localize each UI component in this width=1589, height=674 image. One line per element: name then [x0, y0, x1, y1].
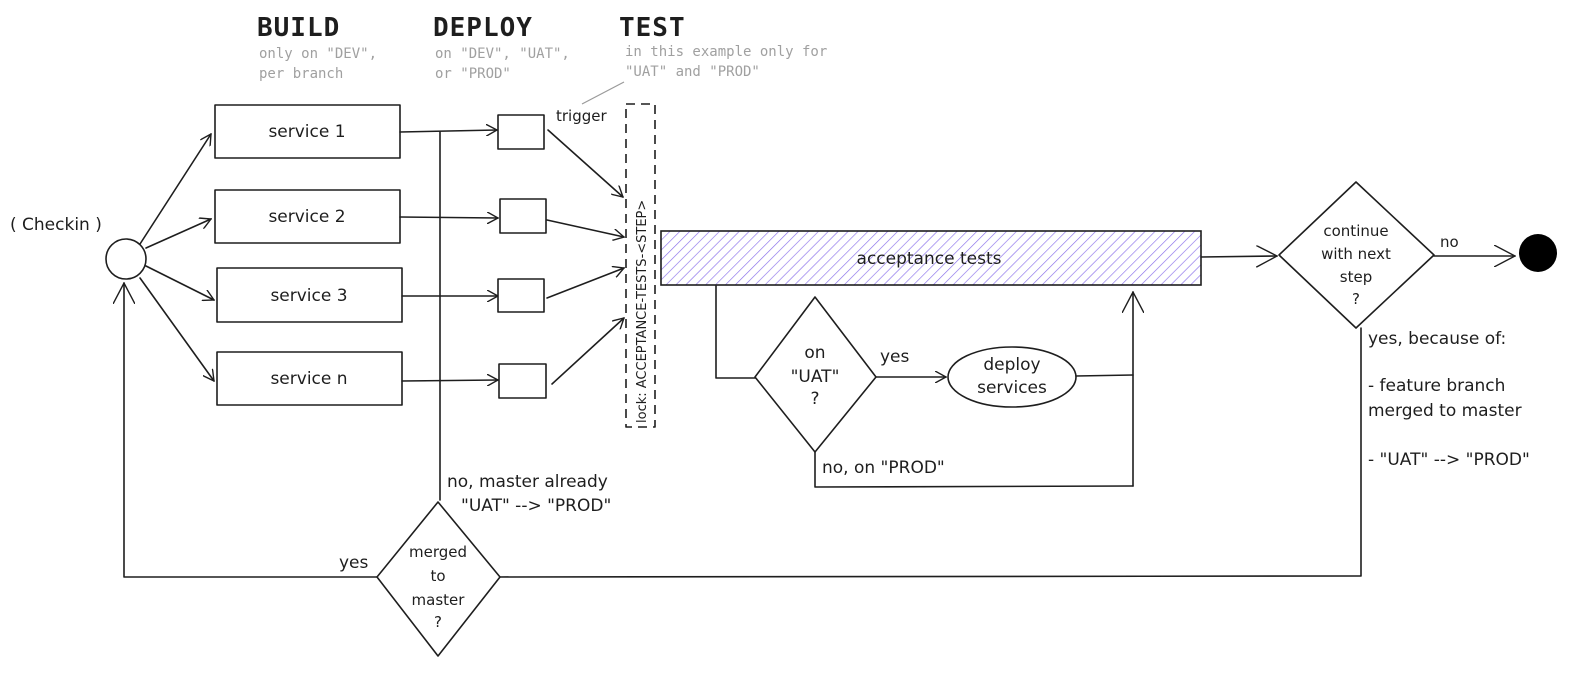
merged-no-line-1: no, master already	[447, 472, 608, 492]
deploy-box-1	[497, 114, 545, 150]
arrow-deploy-1-lock	[547, 129, 623, 197]
deploy-note-line-1: on "DEV", "UAT",	[435, 46, 570, 62]
merged-line-1: merged	[409, 543, 467, 561]
end-node	[1519, 234, 1557, 272]
continue-line-1: continue	[1323, 222, 1388, 240]
line-continue-yes-to-merged	[497, 327, 1362, 578]
service-3-label: service 3	[270, 286, 347, 306]
service-2-box	[214, 189, 401, 244]
arrow-deploy-2-lock	[546, 219, 624, 237]
reason-2: - "UAT" --> "PROD"	[1368, 450, 1530, 470]
merged-line-3: master	[412, 591, 466, 609]
service-n-box	[216, 351, 403, 406]
test-note-line-1: in this example only for	[625, 44, 827, 60]
merged-no-line-2: "UAT" --> "PROD"	[461, 496, 611, 516]
checkin-label: ( Checkin )	[10, 215, 102, 235]
test-note-pointer	[581, 81, 625, 105]
start-node	[105, 238, 147, 280]
reason-1-line-1: - feature branch	[1368, 376, 1505, 396]
lock-label: lock: ACCEPTANCE-TESTS-<STEP>	[635, 200, 650, 423]
arrow-start-service-2	[145, 219, 211, 249]
merged-line-4: ?	[434, 613, 442, 631]
service-1-box	[214, 104, 401, 159]
continue-line-2: with next	[1321, 245, 1391, 263]
arrow-service-2-deploy	[399, 217, 498, 218]
build-note-line-1: only on "DEV",	[259, 46, 377, 62]
merged-line-2: to	[430, 567, 445, 585]
deploy-box-2	[499, 198, 547, 234]
reason-1-line-2: merged to master	[1368, 401, 1522, 421]
line-merged-yes-to-start	[124, 283, 378, 578]
continue-line-4: ?	[1352, 290, 1360, 308]
deploy-header: DEPLOY	[433, 13, 533, 43]
deploy-box-3	[497, 278, 545, 313]
service-3-box	[216, 267, 403, 323]
line-acceptance-to-uat	[715, 285, 758, 379]
arrow-acceptance-to-continue	[1200, 256, 1277, 257]
uat-no-label: no, on "PROD"	[822, 458, 945, 478]
continue-no-label: no	[1440, 233, 1459, 251]
merged-yes-label: yes	[339, 553, 369, 573]
build-header: BUILD	[257, 13, 340, 43]
trigger-label: trigger	[556, 107, 607, 125]
on-uat-line-2: "UAT"	[791, 367, 840, 387]
deploy-services-line-2: services	[977, 378, 1047, 398]
arrow-start-service-1	[139, 134, 212, 245]
deploy-services-node	[947, 346, 1077, 408]
merged-decision	[376, 501, 501, 657]
arrow-deploy-n-lock	[551, 318, 624, 385]
on-uat-line-3: ?	[810, 389, 819, 409]
service-n-label: service n	[270, 369, 347, 389]
uat-yes-label: yes	[880, 347, 910, 367]
arrow-service-1-deploy	[399, 130, 497, 132]
arrow-service-n-deploy	[401, 380, 498, 381]
lock-box	[625, 103, 656, 428]
build-note-line-2: per branch	[259, 66, 343, 82]
on-uat-line-1: on	[804, 343, 825, 363]
test-header: TEST	[619, 13, 686, 43]
reasons-heading: yes, because of:	[1368, 329, 1506, 349]
arrow-start-service-n	[139, 277, 214, 381]
continue-decision	[1278, 181, 1435, 329]
service-2-label: service 2	[268, 207, 345, 227]
deploy-services-line-1: deploy	[983, 355, 1040, 375]
acceptance-tests-box	[660, 230, 1202, 286]
line-deploy-services-join	[1075, 374, 1134, 377]
continue-line-3: step	[1340, 268, 1372, 286]
service-1-label: service 1	[268, 122, 345, 142]
line-uat-no	[814, 451, 1134, 488]
acceptance-tests-label: acceptance tests	[857, 249, 1002, 269]
arrow-start-service-3	[145, 265, 214, 300]
deploy-note-line-2: or "PROD"	[435, 66, 511, 82]
deploy-box-n	[498, 363, 547, 399]
test-note-line-2: "UAT" and "PROD"	[625, 64, 760, 80]
arrow-deploy-3-lock	[546, 268, 624, 299]
